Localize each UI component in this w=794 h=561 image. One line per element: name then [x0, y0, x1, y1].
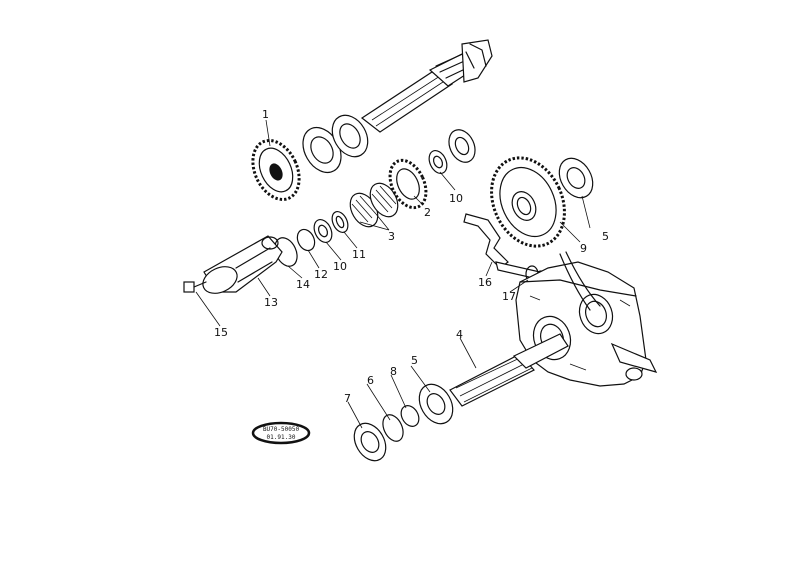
label-14: 14	[296, 278, 310, 291]
label-10-upper: 10	[449, 192, 463, 205]
label-4: 4	[456, 328, 463, 341]
stamp-line-1: BU70-50050	[263, 426, 300, 433]
label-16: 16	[478, 276, 492, 289]
leader-lines	[195, 119, 591, 429]
snap-ring-12	[296, 228, 316, 252]
label-2: 2	[424, 206, 431, 219]
part-labels: 1 2 3 4 5 5 6 7 8 9 10 10 11 12 13 14 15…	[214, 108, 609, 405]
bolt-15	[183, 281, 207, 293]
label-5-lower: 5	[411, 354, 418, 367]
shift-sleeve-13	[202, 235, 283, 294]
label-5-upper: 5	[602, 230, 609, 243]
upper-shaft-bearing-right	[331, 114, 369, 158]
bearing-5-upper	[558, 157, 594, 199]
label-3: 3	[388, 230, 395, 243]
gear-1	[251, 139, 301, 201]
label-1: 1	[262, 108, 269, 121]
gear-9	[490, 156, 566, 248]
label-15: 15	[214, 326, 228, 339]
washer-11	[331, 211, 349, 233]
stamp-line-2: 01.91.30	[267, 434, 296, 441]
washer-10-lower	[313, 219, 333, 243]
bearing-5-lower	[418, 383, 454, 425]
label-11: 11	[352, 248, 366, 261]
reference-stamp: BU70-50050 01.91.30	[251, 421, 311, 445]
label-10-lower: 10	[333, 260, 347, 273]
upper-shaft	[360, 39, 493, 133]
label-17: 17	[502, 290, 516, 303]
label-6: 6	[367, 374, 374, 387]
lower-shaft-4	[449, 333, 569, 407]
roller-bearings-3	[349, 182, 399, 228]
gear-2	[388, 158, 428, 210]
seal-7	[353, 422, 387, 462]
spacer-8	[400, 405, 420, 427]
bearing-upper-right	[448, 129, 476, 163]
label-8: 8	[390, 365, 397, 378]
label-9: 9	[580, 242, 587, 255]
label-7: 7	[344, 392, 351, 405]
label-13: 13	[264, 296, 278, 309]
washer-10-upper	[428, 150, 448, 174]
label-12: 12	[314, 268, 328, 281]
